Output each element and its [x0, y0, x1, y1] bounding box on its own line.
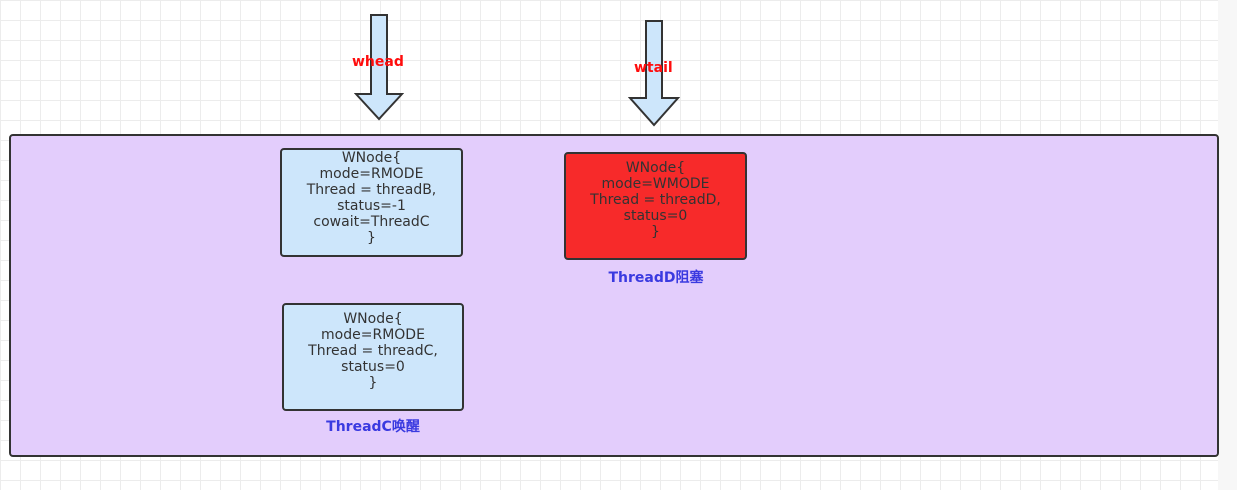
node-line: Thread = threadD, — [590, 192, 721, 208]
wnode-threadC: WNode{ mode=RMODE Thread = threadC, stat… — [282, 303, 464, 411]
node-line: Thread = threadB, — [306, 182, 437, 198]
node-line: status=0 — [341, 359, 405, 375]
node-line: WNode{ — [343, 311, 403, 327]
whead-label: whead — [352, 54, 404, 70]
node-line: } — [651, 224, 660, 240]
node-line: mode=RMODE — [319, 166, 424, 182]
node-line: Thread = threadC, — [308, 343, 438, 359]
node-line: status=0 — [623, 208, 688, 224]
whead-arrow — [354, 14, 404, 121]
canvas-scrollbar-track — [1218, 0, 1237, 490]
wnode-threadD: WNode{ mode=WMODE Thread = threadD, stat… — [564, 152, 747, 260]
node-line: } — [368, 375, 378, 391]
node-line: status=-1 — [337, 198, 406, 214]
node-line: WNode{ — [341, 150, 402, 166]
threadD-caption: ThreadD阻塞 — [608, 270, 704, 286]
node-line: mode=WMODE — [601, 176, 710, 192]
node-line: cowait=ThreadC — [313, 214, 430, 230]
wtail-arrow — [628, 20, 680, 127]
wnode-threadB: WNode{ mode=RMODE Thread = threadB, stat… — [280, 148, 463, 257]
node-line: WNode{ — [625, 160, 686, 176]
threadC-caption: ThreadC唤醒 — [326, 419, 420, 435]
node-line: mode=RMODE — [321, 327, 425, 343]
wtail-label: wtail — [634, 60, 673, 76]
node-line: } — [367, 230, 376, 246]
